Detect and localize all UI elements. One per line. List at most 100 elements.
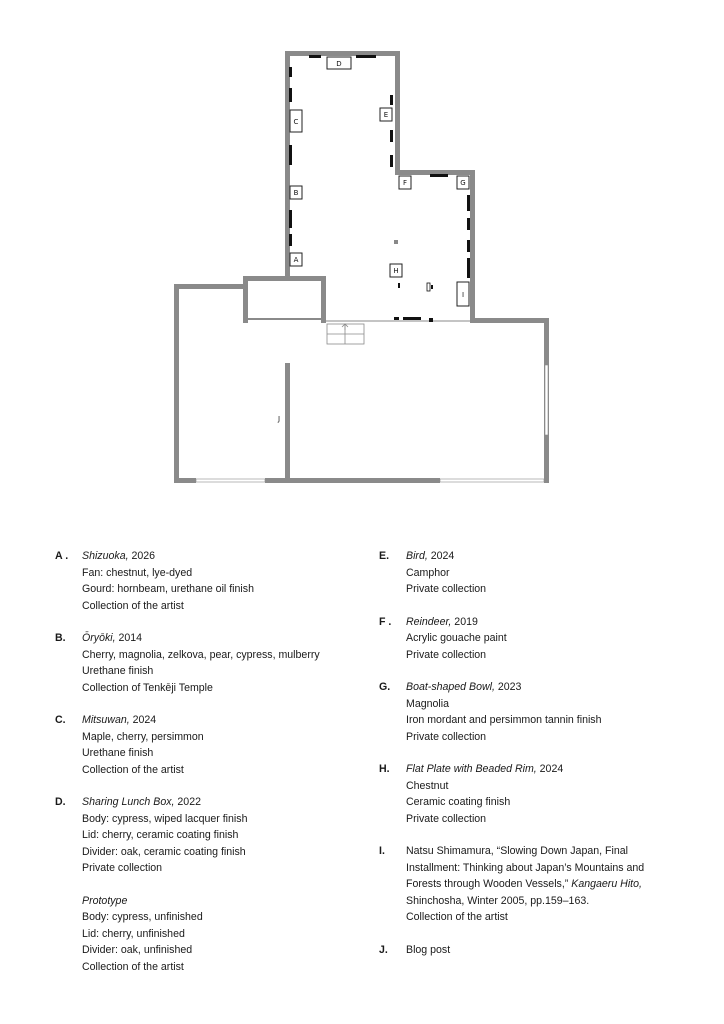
marker-j: J	[277, 415, 280, 423]
entry-line: Urethane finish	[82, 747, 154, 759]
marker-a: A	[289, 252, 303, 267]
entry-title-line: Shizuoka, 2026	[82, 548, 355, 565]
citation-line: Installment: Thinking about Japan’s Moun…	[406, 861, 645, 874]
work-year: 2019	[451, 615, 478, 628]
entry-line: Body: cypress, wiped lacquer finish	[82, 812, 248, 825]
entry-line: Collection of the artist	[82, 960, 184, 973]
entry-letter: F .	[379, 615, 392, 628]
entry-h: H. Flat Plate with Beaded Rim, 2024 Ches…	[379, 761, 699, 827]
entry-line: Ceramic coating finish	[406, 796, 511, 808]
entry-letter: J.	[379, 943, 388, 956]
entry-b: B. Ōryōki, 2014 Cherry, magnolia, zelkov…	[55, 630, 355, 696]
prototype-block: Prototype Body: cypress, unfinished Lid:…	[82, 893, 355, 976]
marker-h-label: H	[393, 267, 398, 275]
work-title: Ōryōki,	[82, 632, 116, 644]
marker-j-label: J	[277, 415, 280, 423]
floor-plan: A B C D E F G H I J	[174, 51, 549, 483]
marker-h: H	[389, 263, 403, 278]
marker-b-label: B	[294, 189, 299, 197]
entry-d: D. Sharing Lunch Box, 2022 Body: cypress…	[55, 794, 355, 975]
marker-b: B	[289, 185, 303, 200]
marker-d-label: D	[336, 60, 341, 68]
marker-i-label: I	[462, 291, 464, 299]
entry-f: F . Reindeer, 2019 Acrylic gouache paint…	[379, 614, 699, 664]
marker-c: C	[289, 109, 303, 133]
entry-letter: G.	[379, 681, 391, 693]
marker-f-label: F	[403, 179, 407, 187]
marker-i: I	[456, 281, 470, 307]
entry-title-line: Sharing Lunch Box, 2022	[82, 794, 355, 811]
entry-letter: E.	[379, 550, 390, 562]
work-year: 2023	[494, 681, 522, 693]
work-title: Mitsuwan,	[82, 714, 130, 726]
citation-line: Natsu Shimamura, “Slowing Down Japan, Fi…	[406, 845, 628, 857]
work-title: Bird,	[406, 550, 428, 562]
stairs	[326, 323, 365, 345]
entry-line: Gourd: hornbeam, urethane oil finish	[82, 583, 254, 595]
marker-e: E	[379, 107, 393, 122]
entry-line: Acrylic gouache paint	[406, 632, 507, 644]
entry-title-line: Reindeer, 2019	[406, 614, 699, 631]
entry-line: Collection of Tenkēji Temple	[82, 681, 213, 694]
marker-d: D	[326, 56, 352, 70]
entry-line: Divider: oak, unfinished	[82, 944, 193, 956]
entry-title-line: Flat Plate with Beaded Rim, 2024	[406, 761, 699, 778]
work-year: 2024	[129, 714, 157, 726]
marker-f: F	[398, 175, 412, 190]
citation-text: Forests through Wooden Vessels,”	[406, 878, 572, 890]
entry-line: Chestnut	[406, 779, 449, 792]
entry-a: A . Shizuoka, 2026 Fan: chestnut, lye-dy…	[55, 548, 355, 614]
entry-line: Magnolia	[406, 697, 449, 710]
display-pieces	[289, 55, 470, 322]
upper-gallery-walls	[285, 51, 549, 483]
entry-line: Private collection	[406, 648, 487, 661]
marker-g: G	[456, 175, 470, 190]
entry-line: Collection of the artist	[82, 599, 184, 612]
entry-line: Cherry, magnolia, zelkova, pear, cypress…	[82, 648, 320, 661]
entry-line: Divider: oak, ceramic coating finish	[82, 845, 246, 858]
citation-journal: Kangaeru Hito,	[571, 878, 642, 890]
work-title: Boat-shaped Bowl,	[406, 681, 495, 693]
entry-line: Collection of the artist	[82, 763, 184, 776]
entry-line: Fan: chestnut, lye-dyed	[82, 566, 193, 579]
entry-letter: I.	[379, 845, 385, 857]
citation-line: Collection of the artist	[406, 911, 508, 923]
entry-line: Private collection	[406, 583, 487, 595]
entry-line: Urethane finish	[82, 665, 154, 677]
entry-letter: D.	[55, 796, 66, 808]
entry-line: Maple, cherry, persimmon	[82, 730, 204, 743]
work-title: Flat Plate with Beaded Rim,	[406, 763, 537, 775]
entry-title-line: Mitsuwan, 2024	[82, 712, 355, 729]
marker-e-label: E	[384, 111, 388, 119]
citation-line: Shinchosha, Winter 2005, pp.159–163.	[406, 894, 590, 907]
lower-gallery-walls	[174, 284, 440, 483]
entry-c: C. Mitsuwan, 2024 Maple, cherry, persimm…	[55, 712, 355, 778]
works-list-left: A . Shizuoka, 2026 Fan: chestnut, lye-dy…	[55, 548, 355, 991]
entry-letter: B.	[55, 632, 66, 644]
work-title: Reindeer,	[406, 615, 452, 628]
entry-line: Body: cypress, unfinished	[82, 911, 203, 923]
prototype-title: Prototype	[82, 894, 128, 907]
entry-title-line: Bird, 2024	[406, 548, 699, 565]
work-year: 2024	[536, 763, 564, 775]
entry-line: Lid: cherry, unfinished	[82, 927, 185, 940]
work-year: 2014	[115, 632, 143, 644]
work-title: Shizuoka,	[82, 550, 129, 562]
alcove-walls	[243, 276, 326, 323]
entry-letter: C.	[55, 714, 66, 726]
work-year: 2026	[128, 550, 156, 562]
entry-line: Lid: cherry, ceramic coating finish	[82, 829, 239, 841]
entry-line: Iron mordant and persimmon tannin finish	[406, 714, 602, 726]
entry-line: Private collection	[406, 730, 487, 743]
entry-e: E. Bird, 2024 Camphor Private collection	[379, 548, 699, 598]
entry-title-line: Boat-shaped Bowl, 2023	[406, 679, 699, 696]
work-title: Sharing Lunch Box,	[82, 796, 175, 808]
marker-a-label: A	[294, 256, 299, 264]
works-list-right: E. Bird, 2024 Camphor Private collection…	[379, 548, 699, 974]
marker-g-label: G	[460, 179, 465, 187]
work-year: 2022	[174, 796, 201, 808]
marker-c-label: C	[294, 118, 299, 126]
entry-j: J. Blog post	[379, 942, 699, 959]
work-year: 2024	[427, 550, 455, 562]
citation-line: Forests through Wooden Vessels,” Kangaer…	[406, 876, 699, 893]
